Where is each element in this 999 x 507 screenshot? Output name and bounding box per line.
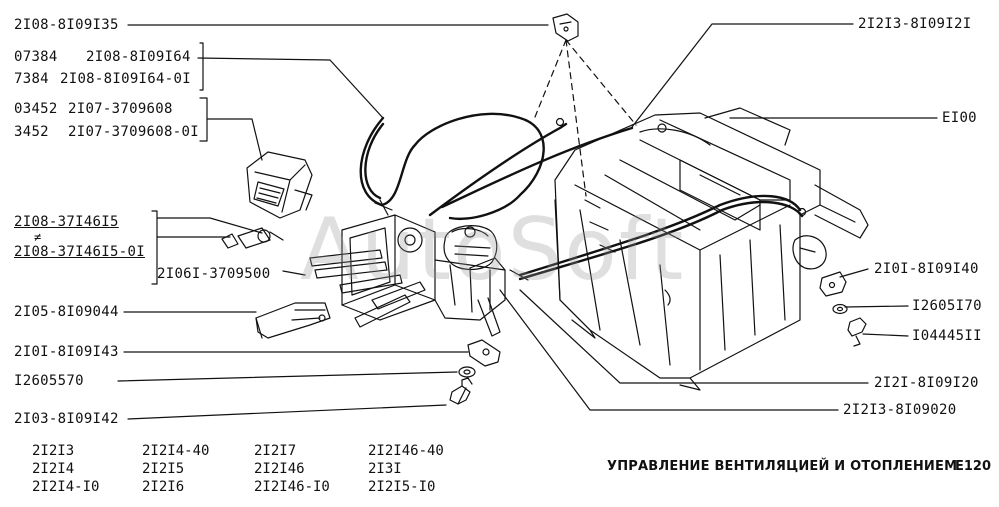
cable-end-1 <box>555 117 565 127</box>
model-item: 2I2I4-I0 <box>32 479 100 495</box>
label-code-3452: 3452 <box>14 124 49 140</box>
model-item: 2I2I5 <box>142 461 185 477</box>
label-washer: I2605570 <box>14 373 84 389</box>
control-cables <box>359 112 804 281</box>
model-item: 2I2I46-I0 <box>254 479 330 495</box>
label-knob: 2I05-8I09044 <box>14 304 119 320</box>
small-bracket-right <box>819 271 847 297</box>
model-item: 2I2I46 <box>254 461 305 477</box>
top-clip-part <box>552 13 579 42</box>
model-item: 2I3I <box>368 461 402 477</box>
model-item: 2I2I3 <box>32 443 75 459</box>
label-cable-1: 2I08-8I09I35 <box>14 17 119 33</box>
label-heater-unit: EI00 <box>942 110 977 126</box>
model-list-col-1: 2I2I3 2I2I4 2I2I4-I0 <box>32 442 99 496</box>
leader-lines-right <box>499 23 938 411</box>
label-bracket: 2I0I-8I09I43 <box>14 344 119 360</box>
label-lamp-separator: ≠ <box>34 230 42 244</box>
dashed-leaders <box>534 39 637 197</box>
washer-right <box>832 303 848 315</box>
label-washer-right: I2605I70 <box>912 298 982 314</box>
model-list-col-4: 2I2I46-40 2I3I 2I2I5-I0 <box>368 442 444 496</box>
screw-left <box>449 377 473 405</box>
label-switch: 2I07-3709608 <box>68 101 173 117</box>
model-item: 2I2I4 <box>32 461 75 477</box>
label-cable-2: 2I08-8I09I64 <box>86 49 191 65</box>
model-item: 2I2I4-40 <box>142 443 210 459</box>
model-list-col-2: 2I2I4-40 2I2I5 2I2I6 <box>142 442 209 496</box>
diagram-caption: УПРАВЛЕНИЕ ВЕНТИЛЯЦИЕЙ И ОТОПЛЕНИЕМ <box>607 459 958 474</box>
label-cable-right-1: 2I2I3-8I09I2I <box>858 16 972 32</box>
model-item: 2I2I7 <box>254 443 297 459</box>
fan-switch-part <box>246 151 313 219</box>
label-cable-right-3: 2I2I3-8I09020 <box>843 402 957 418</box>
small-bracket-left <box>467 339 501 367</box>
label-cable-right-2: 2I2I-8I09I20 <box>874 375 979 391</box>
washer-left <box>458 366 476 378</box>
label-code-03452: 03452 <box>14 101 58 117</box>
label-bracket-right: 2I0I-8I09I40 <box>874 261 979 277</box>
label-screw: 2I03-8I09I42 <box>14 411 119 427</box>
label-screw-right: I04445II <box>912 328 982 344</box>
label-lamp-alt: 2I08-37I46I5-0I <box>14 244 145 260</box>
model-item: 2I2I6 <box>142 479 185 495</box>
lamp-socket-part <box>221 227 284 249</box>
model-item: 2I2I5-I0 <box>368 479 436 495</box>
leader-lines-left <box>117 24 549 420</box>
page-code: E120 <box>955 459 992 474</box>
cable-end-2 <box>657 123 667 133</box>
control-knob-part <box>255 302 331 339</box>
label-switch-alt: 2I07-3709608-0I <box>68 124 199 140</box>
label-code-07384: 07384 <box>14 49 58 65</box>
label-cable-2-alt: 2I08-8I09I64-0I <box>60 71 191 87</box>
label-lamp: 2I08-37I46I5 <box>14 214 119 230</box>
label-control-block: 2I06I-3709500 <box>157 266 271 282</box>
label-code-7384: 7384 <box>14 71 49 87</box>
control-lever-block <box>309 199 529 337</box>
heater-housing <box>554 107 869 391</box>
model-item: 2I2I46-40 <box>368 443 444 459</box>
screw-right <box>847 317 867 347</box>
model-list-col-3: 2I2I7 2I2I46 2I2I46-I0 <box>254 442 330 496</box>
